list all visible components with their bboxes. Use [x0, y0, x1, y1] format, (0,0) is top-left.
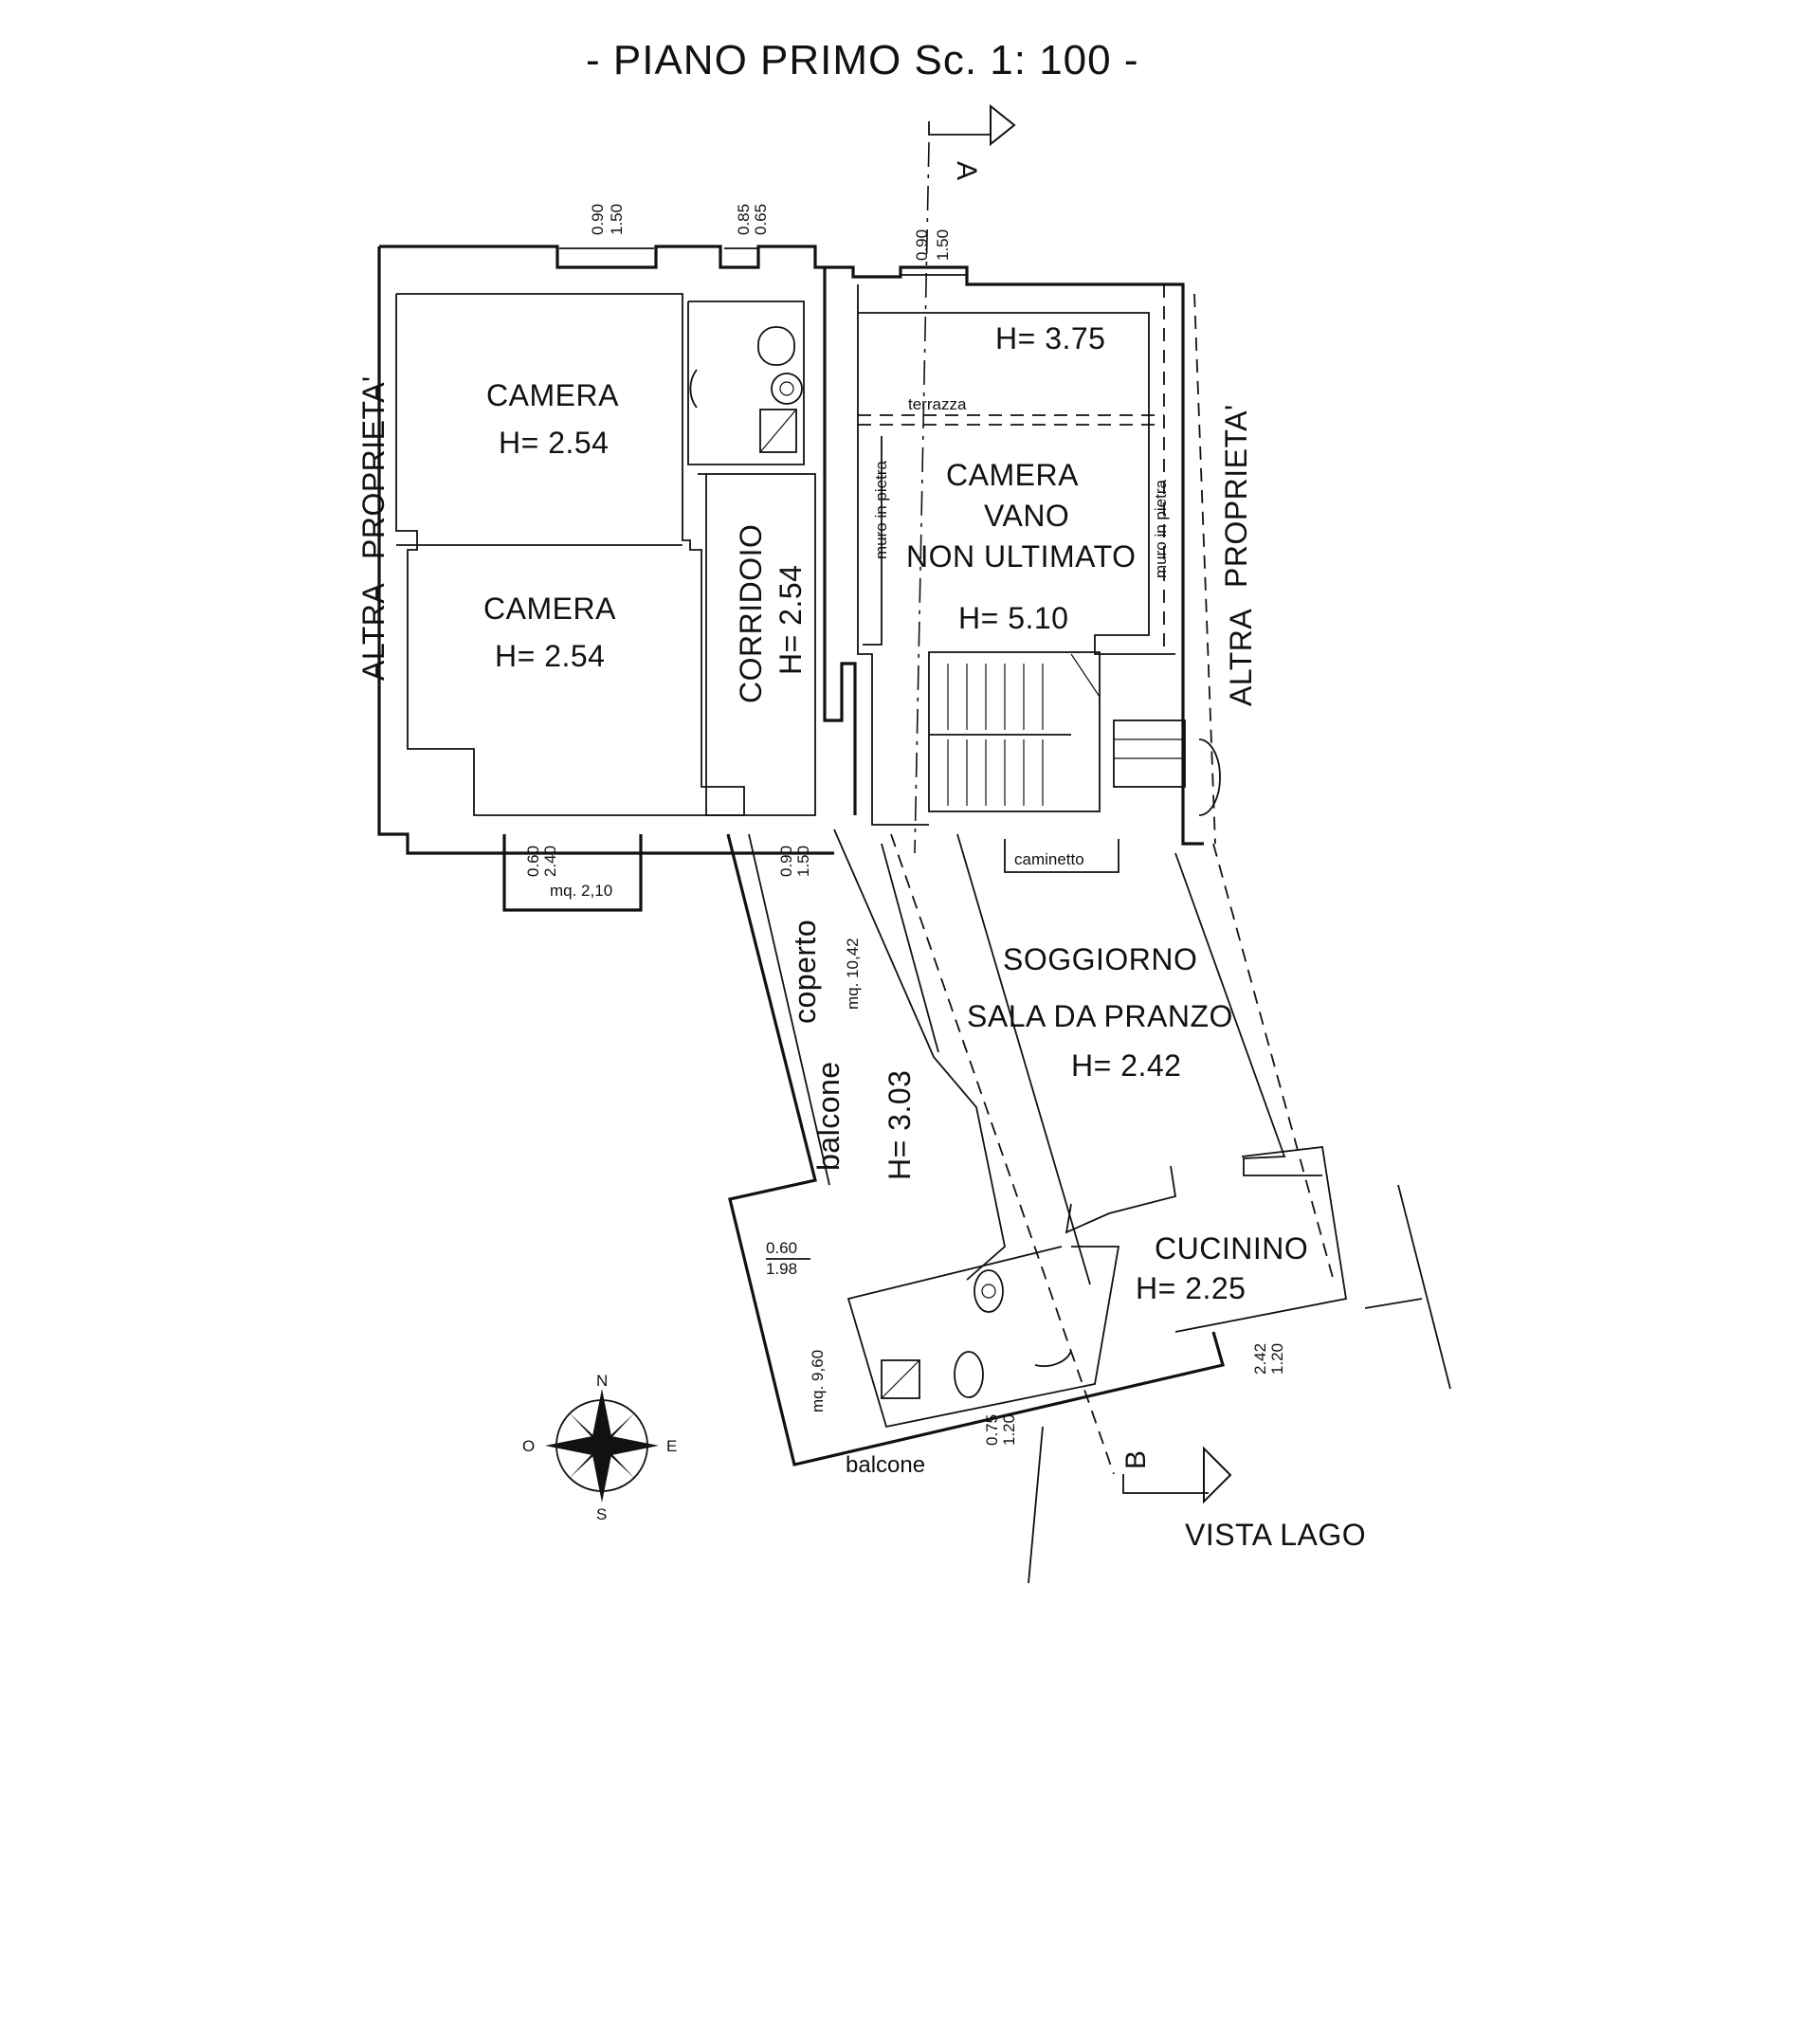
property-left-altra: ALTRA: [356, 583, 391, 681]
window-1-height: 1.50: [608, 204, 626, 235]
balcone-coperto-line1: balcone: [811, 1061, 846, 1171]
compass-o: O: [522, 1437, 535, 1455]
section-label-b: B: [1120, 1450, 1152, 1469]
staircase: [928, 651, 1221, 816]
window-4-width: 0.90: [777, 846, 795, 877]
window-2-width: 0.85: [735, 204, 753, 235]
terrazza-label: terrazza: [908, 395, 967, 413]
section-mark-b: B: [1120, 1446, 1232, 1504]
camera-top-name: CAMERA: [486, 378, 619, 412]
balcone-coperto-height: H= 3.03: [883, 1070, 917, 1180]
muro-left-label: muro in pietra: [872, 461, 890, 559]
camera-vano-line3: NON ULTIMATO: [906, 539, 1136, 574]
compass-n: N: [596, 1372, 608, 1390]
outer-walls: [377, 245, 1204, 855]
soggiorno-height: H= 2.42: [1071, 1048, 1181, 1083]
soggiorno-line2: SALA DA PRANZO: [967, 999, 1233, 1033]
property-right-altra: ALTRA: [1224, 609, 1258, 706]
cucinino-height: H= 2.25: [1136, 1271, 1246, 1305]
property-labels: ALTRA PROPRIETA' ALTRA PROPRIETA': [356, 248, 1258, 845]
balcone-coperto-area: mq. 10,42: [844, 938, 862, 1010]
balcone-coperto: [726, 829, 1451, 1475]
caminetto: caminetto: [1004, 839, 1119, 873]
window-1-width: 0.90: [589, 204, 607, 235]
bathroom-top-fixtures: [689, 326, 803, 453]
room-labels: CAMERA H= 2.54 CAMERA H= 2.54 CORRIDOIO …: [483, 321, 1308, 1478]
compass-rose: N S E O: [522, 1372, 677, 1523]
muro-right-label: muro in pietra: [1152, 480, 1170, 578]
caminetto-label: caminetto: [1014, 850, 1084, 868]
compass-e: E: [666, 1437, 677, 1455]
window-2-height: 0.65: [752, 204, 770, 235]
camera-vano-line1: CAMERA: [946, 458, 1079, 492]
plan-title: - PIANO PRIMO Sc. 1: 100 -: [586, 37, 1138, 83]
soggiorno-line1: SOGGIORNO: [1003, 942, 1197, 976]
camera-bottom-height: H= 2.54: [495, 639, 605, 673]
compass-s: S: [596, 1505, 607, 1523]
window-6-width: 0.60: [766, 1239, 797, 1257]
camera-bottom-name: CAMERA: [483, 592, 616, 626]
camera-vano-line2: VANO: [984, 499, 1069, 533]
section-label-a: A: [951, 161, 982, 180]
bathroom-bottom-fixtures: [881, 1269, 1072, 1399]
balcone-small: mq. 2,10: [502, 834, 643, 912]
window-5-height: 2.40: [541, 846, 559, 877]
window-3-width: 0.90: [913, 229, 931, 261]
corridoio-name: CORRIDOIO: [734, 524, 768, 703]
balcone-bottom-area: mq. 9,60: [809, 1350, 827, 1412]
corridoio-height: H= 2.54: [774, 565, 808, 675]
window-3-height: 1.50: [934, 229, 952, 261]
terrazza-height: H= 3.75: [995, 321, 1105, 355]
window-4-height: 1.50: [794, 846, 812, 877]
cucinino-name: CUCININO: [1155, 1231, 1308, 1266]
balcone-coperto-line2: coperto: [788, 920, 822, 1024]
window-dimensions: 0.90 1.50 0.85 0.65 0.90 1.50 0.90 1.50 …: [524, 204, 1286, 1446]
vista-lago: VISTA LAGO: [1028, 1426, 1366, 1584]
window-8-width: 2.42: [1251, 1343, 1269, 1375]
window-5-width: 0.60: [524, 846, 542, 877]
window-8-height: 1.20: [1268, 1343, 1286, 1375]
vista-lago-label: VISTA LAGO: [1185, 1518, 1366, 1552]
camera-vano-height: H= 5.10: [958, 601, 1068, 635]
property-left-proprieta: PROPRIETA': [356, 375, 391, 559]
window-7-height: 1.20: [1000, 1414, 1018, 1446]
balcone-bottom-name: balcone: [846, 1452, 925, 1478]
window-7-width: 0.75: [983, 1414, 1001, 1446]
window-6-height: 1.98: [766, 1260, 797, 1278]
balcone-small-area: mq. 2,10: [550, 882, 612, 900]
section-mark-a: A: [914, 103, 1016, 854]
camera-top-height: H= 2.54: [499, 426, 609, 460]
property-right-proprieta: PROPRIETA': [1219, 404, 1253, 588]
